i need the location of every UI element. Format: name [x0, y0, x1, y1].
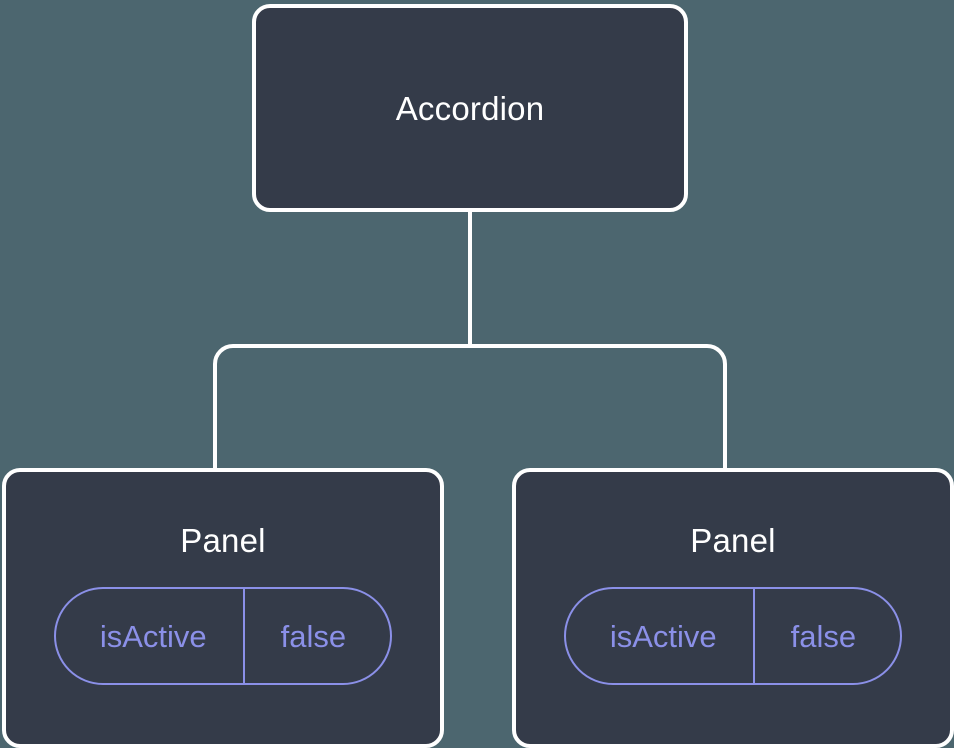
node-accordion[interactable]: Accordion	[252, 4, 688, 212]
node-panel-1-prop-key: isActive	[99, 618, 207, 654]
node-panel-1-prop-value: false	[242, 589, 390, 683]
node-panel-1-prop-badge[interactable]: isActive false	[53, 587, 393, 685]
node-panel-2-prop-key: isActive	[609, 618, 717, 654]
node-panel-2-prop-value: false	[752, 589, 900, 683]
node-accordion-label: Accordion	[395, 89, 545, 127]
node-panel-2-prop-badge[interactable]: isActive false	[563, 587, 903, 685]
node-panel-1-label: Panel	[180, 522, 266, 559]
node-panel-2-label: Panel	[690, 522, 776, 559]
connector-split-to-left-panel	[213, 344, 470, 470]
connector-split-to-right-panel	[470, 344, 727, 470]
node-panel-1[interactable]: Panel isActive false	[2, 468, 444, 748]
node-panel-2[interactable]: Panel isActive false	[512, 468, 954, 748]
